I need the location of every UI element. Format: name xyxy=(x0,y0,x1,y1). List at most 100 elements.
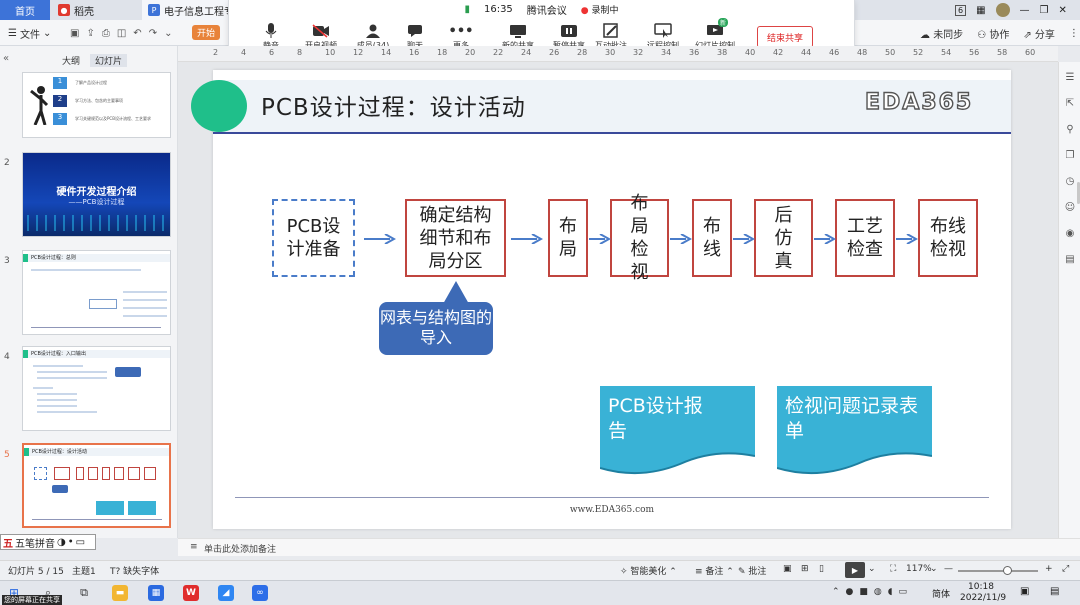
annotate-toggle[interactable]: ✎ 批注 xyxy=(738,564,766,577)
save-icon[interactable]: ▣ xyxy=(70,27,80,39)
task-view-icon[interactable]: ⧉ xyxy=(80,586,88,599)
slide-thumbnail-2[interactable]: 硬件开发过程介绍 ——PCB设计过程 xyxy=(22,152,171,237)
fit-slide-icon[interactable]: ⤢ xyxy=(1062,564,1070,574)
location-icon[interactable]: ◉ xyxy=(1065,228,1075,239)
tencent-meeting-icon[interactable]: ∞ xyxy=(252,585,268,601)
book-icon[interactable]: ▤ xyxy=(1065,254,1075,265)
flow-step-process-check[interactable]: 工艺检查 xyxy=(835,199,895,277)
tab-outline[interactable]: 大纲 xyxy=(62,57,81,67)
collaborate-button[interactable]: ⚇ 协作 xyxy=(977,26,1009,41)
end-share-button[interactable]: 结束共享 xyxy=(757,26,813,48)
slide-thumbnail-3[interactable]: PCB设计过程：总则 xyxy=(22,250,171,335)
slide-sorter-icon[interactable]: ⊞ xyxy=(801,564,809,574)
flow-step-placement[interactable]: 布局 xyxy=(548,199,588,277)
microphone-tray-icon[interactable]: ● xyxy=(845,587,854,597)
chat-button[interactable]: 聊天 xyxy=(385,22,445,51)
clock-icon[interactable]: ◷ xyxy=(1065,176,1075,187)
grid-icon[interactable]: ▦ xyxy=(976,4,986,16)
slide-thumbnail-4[interactable]: PCB设计过程：入口输出 xyxy=(22,346,171,431)
play-options-icon[interactable]: ⌄ xyxy=(868,564,876,574)
redo-icon[interactable]: ↷ xyxy=(148,27,158,39)
normal-view-icon[interactable]: ▣ xyxy=(783,564,792,574)
review-record-document[interactable]: 检视问题记录表单 xyxy=(776,386,933,476)
file-menu[interactable]: ☰ 文件 ⌄ xyxy=(8,20,51,46)
network-tray-icon[interactable]: ◍ xyxy=(873,587,882,597)
flow-step-routing-review[interactable]: 布线检视 xyxy=(918,199,978,277)
tab-slides[interactable]: 幻灯片 xyxy=(90,54,128,67)
wps-office-icon[interactable]: W xyxy=(183,585,199,601)
taskbar-clock[interactable]: 10:18 2022/11/9 xyxy=(960,582,1006,604)
notes-toggle[interactable]: ≡ 备注 ⌃ xyxy=(695,567,734,577)
share-button[interactable]: ⇗ 分享 xyxy=(1023,26,1055,41)
zoom-slider-knob[interactable] xyxy=(1003,566,1012,575)
more-quick-icon[interactable]: ⌄ xyxy=(164,27,173,39)
pin-icon[interactable]: ⚲ xyxy=(1066,124,1074,135)
moon-icon[interactable]: ◑ xyxy=(57,536,66,548)
reading-view-icon[interactable]: ▯ xyxy=(819,564,824,574)
sync-status[interactable]: ☁ 未同步 xyxy=(920,26,963,41)
windows-start-icon[interactable]: ⊞ xyxy=(8,586,20,600)
slide-canvas[interactable]: PCB设计过程：设计活动 EDA365 PCB设计准备 确定结构细节和布局分区 … xyxy=(191,70,1011,529)
pcb-report-document[interactable]: PCB设计报告 xyxy=(599,386,756,476)
annotate-button[interactable]: 互动批注 xyxy=(581,22,641,51)
flow-step-routing[interactable]: 布线 xyxy=(692,199,732,277)
collapse-panel-icon[interactable]: « xyxy=(3,53,10,64)
pause-share-button[interactable]: 暂停共享 xyxy=(539,22,599,51)
flow-step-pcb-prep[interactable]: PCB设计准备 xyxy=(272,199,355,277)
start-video-button[interactable]: 开启视频 xyxy=(291,22,351,51)
theme-name[interactable]: 主题1 xyxy=(72,567,96,577)
tab-daoke[interactable]: ● 稻壳 xyxy=(52,0,140,20)
calculator-icon[interactable]: ▦ xyxy=(148,585,164,601)
slide-title[interactable]: PCB设计过程：设计活动 xyxy=(261,95,526,121)
volume-tray-icon[interactable]: ◖ xyxy=(887,587,893,597)
zoom-dropdown-icon[interactable]: ⌄ xyxy=(930,564,938,574)
members-button[interactable]: 成员(34) xyxy=(343,22,403,51)
slide-thumbnail-1[interactable]: 1 2 3 了解产品设计过程 学习方法、包含的主要事项 学习关键规范以及PCB设… xyxy=(22,72,171,138)
app-tray-icon[interactable]: ■ xyxy=(859,587,868,597)
minimize-icon[interactable]: — xyxy=(1019,4,1030,16)
copy-icon[interactable]: ❐ xyxy=(1065,150,1075,161)
input-language[interactable]: 简体 xyxy=(932,590,951,600)
chevron-up-icon[interactable]: ⌃ xyxy=(832,587,840,597)
settings-sliders-icon[interactable]: ☰ xyxy=(1065,72,1075,83)
print-icon[interactable]: ⎙ xyxy=(101,27,110,39)
zoom-slider-track[interactable] xyxy=(958,570,1038,572)
flow-step-post-simulation[interactable]: 后仿真 xyxy=(754,199,813,277)
browser-icon[interactable]: ◢ xyxy=(218,585,234,601)
notes-placeholder[interactable]: 单击此处添加备注 xyxy=(204,545,277,555)
tab-document[interactable]: P 电子信息工程专业 xyxy=(142,0,232,20)
remote-control-button[interactable]: 远程控制 xyxy=(633,22,693,51)
start-tab-button[interactable]: 开始 xyxy=(192,25,220,40)
keyboard-icon[interactable]: ▭ xyxy=(75,536,86,548)
missing-font-button[interactable]: T? 缺失字体 xyxy=(110,564,159,577)
vertical-scrollbar[interactable] xyxy=(1077,182,1080,204)
smart-beautify-button[interactable]: ✧ 智能美化 ⌃ xyxy=(620,567,677,577)
notification-icon[interactable]: ▤ xyxy=(1050,586,1060,597)
mute-button[interactable]: 静音 xyxy=(241,22,301,51)
slide-thumbnail-5[interactable]: PCB设计过程：设计活动 xyxy=(22,443,171,528)
file-explorer-icon[interactable]: ▬ xyxy=(112,585,128,601)
netlist-import-callout[interactable]: 网表与结构图的导入 xyxy=(379,302,493,355)
zoom-in-icon[interactable]: + xyxy=(1045,564,1053,574)
cursor-icon[interactable]: ⇱ xyxy=(1065,98,1075,109)
punctuation-icon[interactable]: • xyxy=(67,536,74,548)
avatar[interactable] xyxy=(995,3,1010,17)
notes-area[interactable]: ≡ 单击此处添加备注 xyxy=(178,538,1080,556)
close-icon[interactable]: ✕ xyxy=(1058,4,1067,16)
search-icon[interactable]: ⌕ xyxy=(44,586,52,599)
zoom-out-icon[interactable]: — xyxy=(944,564,953,574)
export-icon[interactable]: ⇪ xyxy=(86,27,95,39)
undo-icon[interactable]: ↶ xyxy=(133,27,142,39)
battery-tray-icon[interactable]: ▭ xyxy=(898,587,908,597)
more-button[interactable]: ••• 更多 xyxy=(431,22,491,51)
fit-window-icon[interactable]: ⛶ xyxy=(890,564,897,574)
tab-home[interactable]: 首页 xyxy=(0,0,50,20)
play-slideshow-button[interactable]: ▶ xyxy=(845,562,865,578)
flow-step-placement-review[interactable]: 布局检视 xyxy=(610,193,669,283)
new-share-button[interactable]: 新的共享 xyxy=(488,22,548,51)
slide-control-button[interactable]: 新 幻灯片控制 xyxy=(685,18,745,51)
tab-count-icon[interactable]: 6 xyxy=(955,4,967,16)
flow-step-structure-layout[interactable]: 确定结构细节和布局分区 xyxy=(405,199,506,277)
thumbs-up-icon[interactable]: ☺ xyxy=(1064,202,1076,213)
preview-icon[interactable]: ◫ xyxy=(116,27,127,39)
